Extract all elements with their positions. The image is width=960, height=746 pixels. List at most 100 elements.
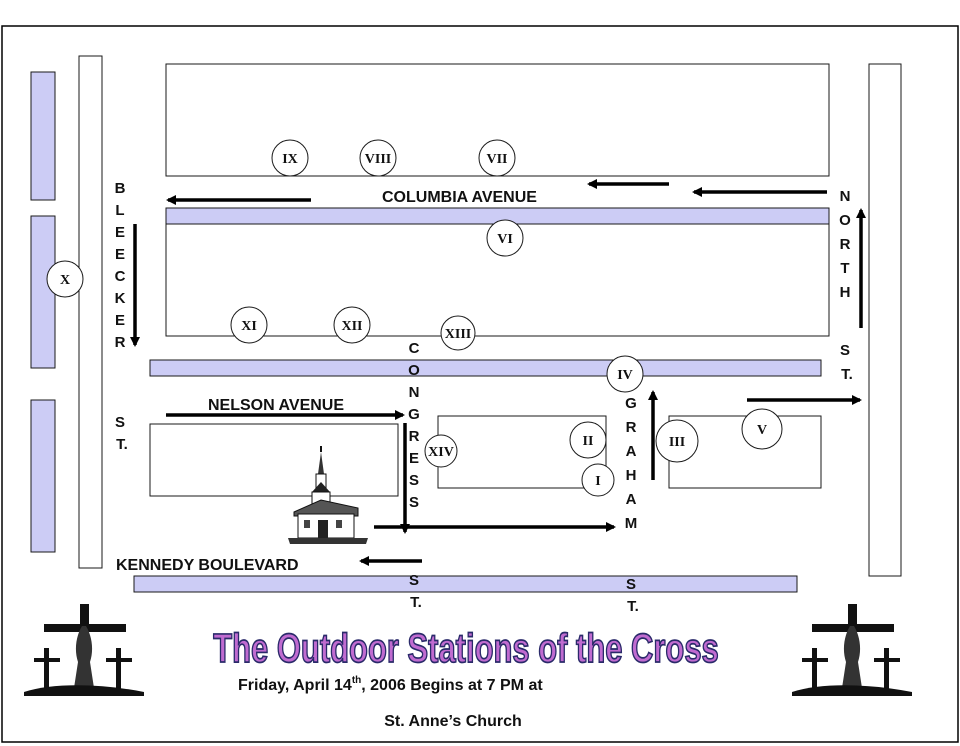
route-arrows (130, 179, 866, 566)
station-marker (359, 139, 397, 177)
congress-st-letter: O (408, 362, 420, 379)
station-label: IX (282, 152, 298, 167)
bleecker-st-letter: E (115, 224, 125, 241)
bleecker-st-letter: L (115, 202, 124, 219)
station-x: X (46, 260, 84, 298)
congress-st-letter: E (409, 450, 419, 467)
bleecker-st-letter: R (115, 334, 126, 351)
graham-st-letter: A (626, 491, 637, 508)
station-iv: IV (606, 355, 644, 393)
congress-st-letter: N (409, 384, 420, 401)
station-label: VI (497, 232, 513, 247)
station-label: V (757, 423, 767, 438)
left-street-strip (30, 71, 56, 201)
crucifixion-icon (24, 604, 144, 696)
block-west (78, 55, 103, 569)
bleecker-st-letter: K (115, 290, 126, 307)
station-label: XIV (428, 445, 454, 460)
congress-st-suffix: S (409, 572, 419, 589)
block-east (868, 63, 902, 577)
left-street-strip (30, 399, 56, 553)
north-st-letter: H (840, 284, 851, 301)
nelson-avenue-label: NELSON AVENUE (208, 397, 344, 414)
station-label: IV (617, 368, 633, 383)
bleecker-st-letter: E (115, 246, 125, 263)
station-marker (569, 421, 607, 459)
north-st-letter: R (840, 236, 851, 253)
station-xiv: XIV (424, 434, 458, 468)
station-v: V (741, 408, 783, 450)
crucifixion-icon (792, 604, 912, 696)
north-st-suffix: T. (841, 366, 853, 383)
station-i: I (581, 463, 615, 497)
station-ii: II (569, 421, 607, 459)
bleecker-st-suffix: T. (116, 436, 128, 453)
graham-st-letter: A (626, 443, 637, 460)
station-label: I (595, 474, 600, 489)
congress-st-letter: S (409, 472, 419, 489)
station-marker (440, 315, 476, 351)
church-name: St. Anne’s Church (384, 713, 522, 730)
graham-st-letter: M (625, 515, 638, 532)
event-date-prefix: Friday, April 14 (238, 677, 352, 694)
station-label: VII (486, 152, 507, 167)
graham-st-suffix: S (626, 576, 636, 593)
bleecker-st-letter: C (115, 268, 126, 285)
station-label: XI (241, 319, 257, 334)
congress-st-letter: C (409, 340, 420, 357)
station-marker (333, 306, 371, 344)
block-southwest (149, 423, 399, 497)
station-xiii: XIII (440, 315, 476, 351)
congress-st-letter: G (408, 406, 420, 423)
station-marker (655, 419, 699, 463)
station-marker (741, 408, 783, 450)
station-label: VIII (365, 152, 391, 167)
station-xi: XI (230, 306, 268, 344)
station-marker (606, 355, 644, 393)
station-marker (581, 463, 615, 497)
graham-st-letter: R (626, 419, 637, 436)
congress-st-letter: R (409, 428, 420, 445)
bleecker-st-letter: E (115, 312, 125, 329)
station-marker (486, 219, 524, 257)
station-ix: IX (271, 139, 309, 177)
station-label: X (60, 273, 70, 288)
station-marker (271, 139, 309, 177)
event-date-line: Friday, April 14th, 2006 Begins at 7 PM … (238, 675, 543, 694)
station-marker (230, 306, 268, 344)
north-st-suffix: S (840, 342, 850, 359)
station-xii: XII (333, 306, 371, 344)
church-icon (288, 446, 368, 544)
station-viii: VIII (359, 139, 397, 177)
graham-st-suffix: T. (627, 598, 639, 615)
congress-st-letter: S (409, 494, 419, 511)
nelson-avenue-street (149, 359, 822, 377)
bleecker-st-letter: B (115, 180, 126, 197)
station-label: XII (341, 319, 362, 334)
left-street-strip (30, 215, 56, 369)
graham-st-letter: H (626, 467, 637, 484)
page-title: The Outdoor Stations of the Cross (213, 625, 719, 671)
congress-st-suffix: T. (410, 594, 422, 611)
station-label: III (669, 435, 685, 450)
station-vii: VII (478, 139, 516, 177)
station-marker (46, 260, 84, 298)
station-label: XIII (445, 327, 471, 342)
graham-st-letter: G (625, 395, 637, 412)
kennedy-boulevard-street (133, 575, 798, 593)
columbia-avenue-label: COLUMBIA AVENUE (382, 189, 537, 206)
station-marker (478, 139, 516, 177)
station-iii: III (655, 419, 699, 463)
north-st-letter: T (840, 260, 849, 277)
event-date-suffix: , 2006 Begins at 7 PM at (361, 677, 543, 694)
station-vi: VI (486, 219, 524, 257)
station-marker (424, 434, 458, 468)
kennedy-boulevard-label: KENNEDY BOULEVARD (116, 557, 299, 574)
north-st-letter: O (839, 212, 851, 229)
bleecker-st-suffix: S (115, 414, 125, 431)
event-date-sup: th (352, 675, 361, 686)
north-st-letter: N (840, 188, 851, 205)
